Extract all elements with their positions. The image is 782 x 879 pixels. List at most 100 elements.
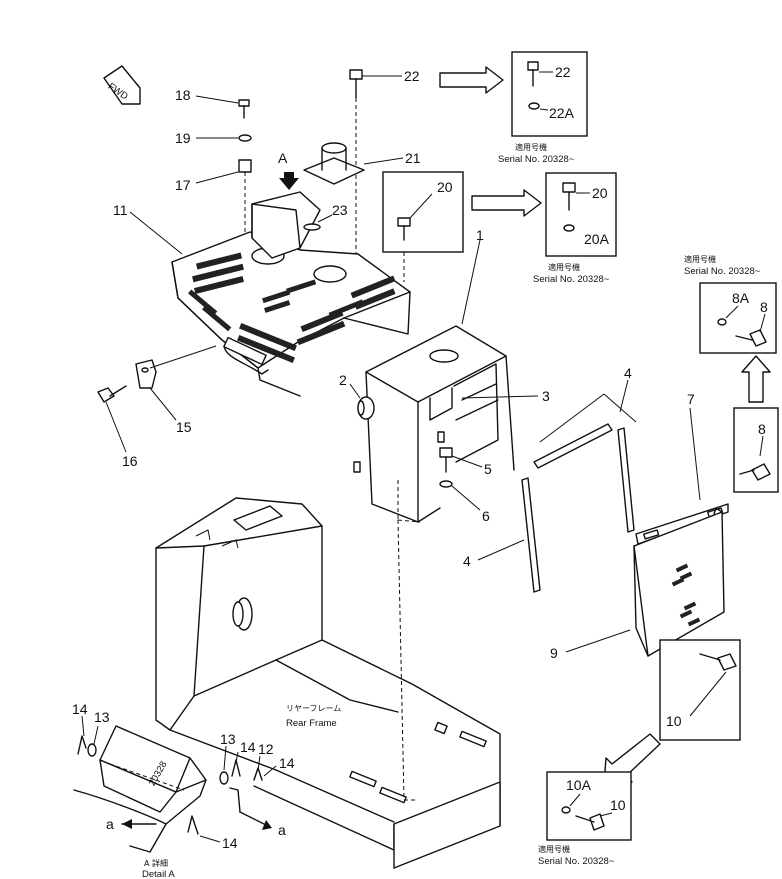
detail-jp: A 詳細 [144,858,168,868]
label-15: 15 [176,419,192,435]
label-13b: 13 [220,731,236,747]
leader-3 [461,395,539,399]
rear-frame [155,480,501,869]
box-22-washer: 22A [549,105,575,121]
label-9: 9 [550,645,558,661]
box-10-applicable-jp: 適用号機 [538,844,570,854]
hood-vent-slots [188,252,396,364]
cover-23 [251,191,321,259]
leader-14a [81,715,85,737]
label-12: 12 [258,741,274,757]
box-10-lower: 10 [659,639,741,741]
arrow-right-icon [471,189,542,217]
leader-9 [565,629,631,653]
box-20-washer: 20A [584,231,610,247]
label-14c: 14 [279,755,295,771]
bolt-5 [439,447,453,473]
arrow-up-icon [741,355,771,403]
label-18: 18 [175,87,191,103]
box-20: 20 20A [545,172,617,257]
box-22-part: 22 [555,64,571,80]
box-8-serial: Serial No. 20328~ [684,266,761,277]
box-8-washer: 8A [732,290,750,306]
label-21: 21 [405,150,421,166]
label-20: 20 [437,179,453,195]
leader-13a [93,725,99,745]
fwd-direction-icon: FWD [103,65,141,105]
leader-16 [105,401,127,453]
washer-6 [439,480,453,488]
label-14b: 14 [240,739,256,755]
leader-1 [461,239,481,325]
leader-12 [257,755,261,771]
leader-7 [689,407,701,501]
leader-21 [363,157,404,165]
label-14a: 14 [72,701,88,717]
plug-2 [357,396,375,420]
label-1: 1 [476,227,484,243]
box-22: 22 22A [511,51,588,137]
detail-a-view: 20328 [73,725,272,853]
leader-14d [199,835,221,843]
label-19: 19 [175,130,191,146]
leader-5 [451,455,483,468]
leader-14c [263,765,277,777]
arrow-right-icon [439,66,504,94]
leader-2 [349,383,361,399]
fitting-21 [303,142,365,185]
box-20-serial: Serial No. 20328~ [533,274,610,285]
box-8: 8A 8 [699,282,777,354]
box-22-applicable-jp: 適用号機 [515,142,547,152]
leader-11 [129,211,183,255]
label-2: 2 [339,372,347,388]
box-10-washer: 10A [566,777,592,793]
label-3: 3 [542,388,550,404]
box-20-applicable-jp: 適用号機 [548,262,580,272]
radiator-frame-1 [353,325,515,523]
label-10: 10 [666,713,682,729]
box-8-part: 8 [760,299,768,315]
leader-4a [619,379,629,413]
view-arrow-icon [279,172,299,190]
leader-18 [195,95,239,104]
leader-17 [195,171,239,184]
seal-4-set [521,393,637,593]
box-8-applicable-jp: 適用号機 [684,254,716,264]
box-20-part: 20 [592,185,608,201]
label-23: 23 [332,202,348,218]
leader-hood-to-plate [149,345,217,369]
box-20-assembly: 20 [382,171,464,282]
label-14d: 14 [222,835,238,851]
label-22: 22 [404,68,420,84]
leader-15 [149,387,177,421]
label-8: 8 [758,421,766,437]
label-7: 7 [687,391,695,407]
detail-marker-a2: a [278,822,286,838]
leader-14b [235,751,239,763]
bolt-16 [97,385,127,403]
label-5: 5 [484,461,492,477]
leader-4b [477,539,525,561]
label-6: 6 [482,508,490,524]
label-17: 17 [175,177,191,193]
label-11: 11 [113,202,128,218]
leader-23 [317,214,333,223]
detail-marker-a1: a [106,816,114,832]
bolt-22 [349,69,363,262]
detail-en: Detail A [142,869,175,879]
rear-frame-en: Rear Frame [286,718,337,729]
box-10-part: 10 [610,797,626,813]
bolt-18 [238,99,250,119]
box-10-serial: Serial No. 20328~ [538,856,615,867]
label-4a: 4 [624,365,632,381]
plate-15 [135,359,157,389]
rear-frame-jp: リヤーフレーム [286,704,341,713]
view-label-a: A [278,150,288,166]
box-22-serial: Serial No. 20328~ [498,154,575,165]
box-10: 10A 10 [546,771,632,841]
cover-9 [633,507,725,657]
box-8-lower: 8 [733,407,779,493]
label-13a: 13 [94,709,110,725]
